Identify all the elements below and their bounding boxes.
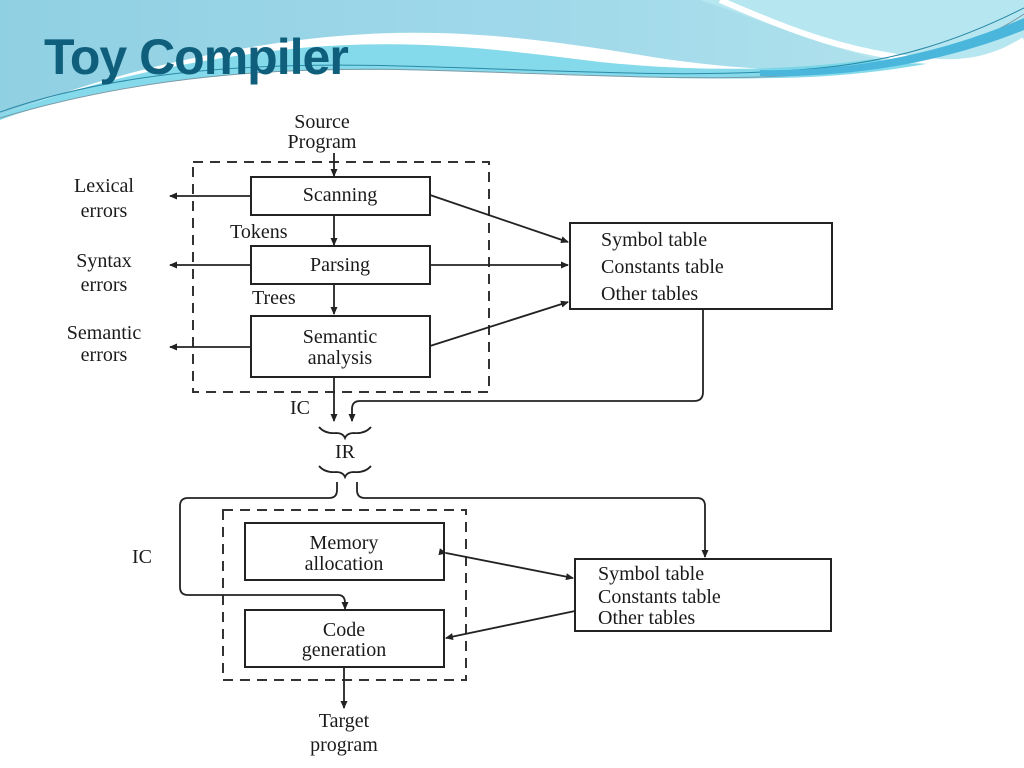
semantic-errors-label-1: Semantic: [67, 322, 142, 344]
semantic-analysis-label-1: Semantic: [303, 326, 378, 348]
syntax-errors-label-1: Syntax: [76, 250, 132, 272]
lexical-errors-label-2: errors: [81, 200, 128, 222]
arrow-semantic-to-tables: [429, 300, 569, 347]
scanning-box: [250, 176, 431, 216]
memory-allocation-box: [244, 522, 445, 581]
source-program-label-2: Program: [288, 131, 357, 153]
brace-top: [318, 426, 372, 441]
semantic-analysis-box: [250, 315, 431, 378]
trees-label: Trees: [252, 287, 296, 309]
code-generation-box: [244, 609, 445, 668]
tables-box-top: [569, 222, 833, 310]
lexical-errors-label-1: Lexical: [74, 175, 134, 197]
tables-top-symbol: Symbol table: [601, 229, 707, 251]
ic-label-top: IC: [290, 397, 310, 419]
slide-title: Toy Compiler: [44, 29, 349, 85]
tables-top-other: Other tables: [601, 283, 698, 305]
ic-label-bottom: IC: [132, 546, 152, 568]
tables-bottom-other: Other tables: [598, 607, 695, 629]
ir-label: IR: [335, 441, 356, 463]
syntax-errors-label-2: errors: [81, 274, 128, 296]
target-program-label-2: program: [310, 734, 378, 756]
parsing-box: [250, 245, 431, 285]
arrow-memory-tables-bidirectional: [438, 548, 574, 581]
header-wave-decoration: [0, 0, 1024, 120]
code-generation-label-2: generation: [302, 639, 386, 661]
front-end-boundary: [192, 161, 490, 393]
arrow-ir-to-code-generation: [179, 482, 349, 610]
memory-allocation-label-1: Memory: [310, 532, 379, 554]
memory-allocation-label-2: allocation: [305, 553, 384, 575]
tables-bottom-symbol: Symbol table: [598, 563, 704, 585]
arrow-scanning-to-tables: [429, 194, 569, 244]
scanning-label: Scanning: [303, 184, 377, 206]
parsing-label: Parsing: [310, 254, 370, 276]
target-program-label-1: Target: [319, 710, 370, 732]
tokens-label: Tokens: [230, 221, 288, 243]
arrow-tables-to-code-generation: [445, 610, 576, 640]
code-generation-label-1: Code: [323, 619, 365, 641]
diagram-panel: [42, 112, 984, 768]
tables-box-bottom: [574, 558, 832, 632]
tables-top-constants: Constants table: [601, 256, 724, 278]
source-program-label-1: Source: [294, 111, 350, 133]
arrow-tables-to-ir: [348, 309, 704, 422]
semantic-analysis-label-2: analysis: [308, 347, 373, 369]
semantic-errors-label-2: errors: [81, 344, 128, 366]
arrow-ir-to-tables-bottom: [356, 482, 709, 558]
tables-bottom-constants: Constants table: [598, 586, 721, 608]
brace-bottom: [318, 465, 372, 480]
